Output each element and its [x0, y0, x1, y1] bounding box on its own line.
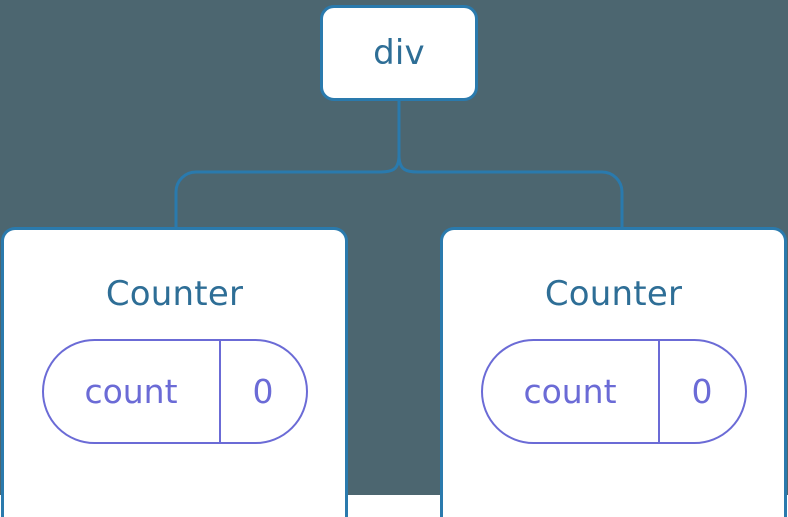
state-key-right: count — [483, 341, 660, 442]
state-value-right: 0 — [691, 372, 713, 411]
connector-branch-left — [174, 153, 401, 231]
state-pill-left: count 0 — [41, 339, 308, 444]
state-key-left: count — [44, 341, 221, 442]
node-div[interactable]: div — [320, 5, 478, 101]
connector-branch-right — [397, 153, 624, 231]
node-counter-right-label: Counter — [544, 274, 683, 314]
node-counter-left[interactable]: Counter count 0 — [1, 227, 348, 517]
state-pill-right: count 0 — [480, 339, 747, 444]
node-div-label: div — [373, 33, 425, 73]
node-counter-left-label: Counter — [105, 274, 244, 314]
node-counter-right[interactable]: Counter count 0 — [440, 227, 787, 517]
tree-connectors — [174, 98, 624, 231]
state-value-left: 0 — [252, 372, 274, 411]
